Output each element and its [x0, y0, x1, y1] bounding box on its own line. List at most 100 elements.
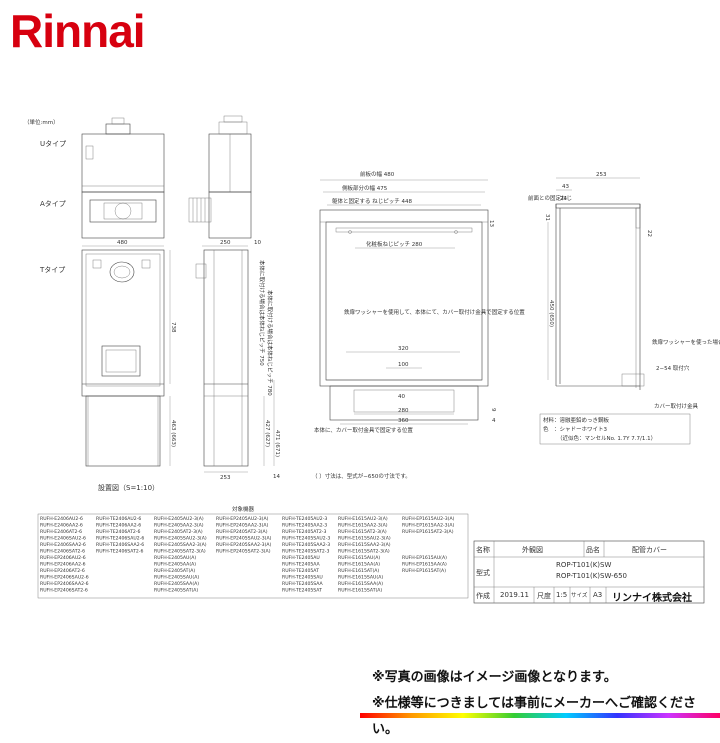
install-label: 設置図（S=1:10） [98, 483, 159, 492]
hole-label: 2−54 取付穴 [656, 364, 690, 372]
target-model-cell: RUFH-E2405SAA(A) [154, 581, 199, 587]
dim-side-width: 側板部分の幅 475 [342, 184, 388, 192]
target-model-cell: RUFH-E2405AA2-3(A) [154, 523, 204, 529]
target-model-cell: RUFH-EP2405AU2-3(A) [216, 516, 269, 522]
dim-253-left: 253 [220, 475, 231, 481]
unit-label: （単位:mm） [24, 118, 59, 126]
dim-front-width: 前板の幅 480 [360, 170, 395, 178]
target-model-cell: RUFH-E2406AT2-6 [40, 529, 82, 535]
cover-side [555, 203, 645, 390]
dim-14-left: 14 [273, 474, 280, 480]
target-model-cell: RUFH-TE2406AT2-6 [96, 529, 140, 535]
target-model-cell: RUFH-TE2405SAU [282, 575, 323, 581]
target-model-cell: RUFH-EP1615AT(A) [402, 568, 446, 574]
target-model-cell: RUFH-E2405SAU2-3(A) [154, 536, 207, 542]
dim-10: 10 [254, 240, 261, 246]
u-type-front [81, 117, 165, 193]
material-line2: 色 ：シャドーホワイト3 [543, 425, 608, 433]
dim-360: 360 [398, 418, 409, 424]
target-model-cell: RUFH-TE2405AU2-3 [282, 516, 327, 522]
target-model-cell: RUFH-TE2405AT [282, 568, 319, 574]
tb-scale: 1:5 [556, 591, 568, 599]
target-model-cell: RUFH-E2405AA(A) [154, 562, 196, 568]
target-model-cell: RUFH-EP1615AA2-3(A) [402, 523, 455, 529]
dim-480-left: 480 [117, 240, 128, 246]
tb-size-label: サイズ [571, 593, 588, 599]
u-type-side [208, 115, 252, 193]
type-a-label: Aタイプ [40, 199, 66, 208]
rinnai-logo: Rinnai [10, 5, 146, 57]
title-block [473, 540, 705, 604]
target-model-cell: RUFH-E2405AU(A) [154, 555, 196, 561]
tb-size: A3 [593, 591, 603, 599]
material-line1: 材料：溶融亜鉛めっき鋼板 [543, 416, 610, 424]
tb-model-1: ROP-T101(K)SW [556, 561, 612, 569]
target-model-cell: RUFH-EP2406AA2-6 [40, 562, 86, 568]
target-model-cell: RUFH-E2405AU2-3(A) [154, 516, 204, 522]
tb-model-2: ROP-T101(K)SW-650 [556, 572, 627, 580]
target-model-cell: RUFH-E1615AT2-3(A) [338, 529, 387, 535]
t-type-front [81, 249, 165, 467]
target-model-cell: RUFH-E1615AT(A) [338, 568, 379, 574]
target-model-cell: RUFH-E1615SAU2-3(A) [338, 536, 391, 542]
dim-100: 100 [398, 362, 409, 368]
dim-43: 43 [562, 184, 569, 190]
dim-pitch-448: 躯体と固定する ねじピッチ 448 [332, 197, 412, 205]
dim-280: 280 [398, 408, 409, 414]
target-model-cell: RUFH-EP1615AU(A) [402, 555, 447, 561]
target-model-cell: RUFH-TE2405SAA [282, 581, 324, 587]
target-model-cell: RUFH-EP1615AA(A) [402, 562, 447, 568]
cover-bottom-flange [329, 385, 479, 421]
paren-note: （ ）寸法は、型式が−650の寸法です。 [312, 472, 411, 480]
dim-31: 31 [544, 214, 550, 221]
target-model-cell: RUFH-E1615SAU(A) [338, 575, 383, 581]
note-1: ※写真の画像はイメージ画像となります。 [372, 670, 617, 685]
targets-heading: 対象機器 [232, 505, 255, 513]
tb-name-label: 名称 [476, 546, 490, 554]
type-u-label: Uタイプ [40, 139, 66, 148]
target-model-cell: RUFH-EP1615AT2-3(A) [402, 529, 454, 535]
target-model-cell: RUFH-E1615SAT(A) [338, 588, 382, 594]
dim-738: 738 [170, 322, 176, 333]
dim-450: 450 (650) [548, 300, 554, 327]
target-model-cell: RUFH-TE2405SAT [282, 588, 322, 594]
side-note-780: 本体に取付ける場合は本体ねじピッチ 780 [266, 290, 274, 396]
t-type-side [195, 249, 249, 467]
dim-9: 9 [490, 408, 496, 412]
target-model-cell: RUFH-EP2405SAA2-3(A) [216, 542, 272, 548]
target-model-cell: RUFH-E2405AT2-3(A) [154, 529, 203, 535]
target-model-cell: RUFH-EP1615AU2-3(A) [402, 516, 455, 522]
target-model-cell: RUFH-E2406AU2-6 [40, 516, 83, 522]
side-note-750: 本体に取付ける場合は本体ねじピッチ 750 [258, 260, 266, 366]
tb-item-label: 品名 [586, 546, 600, 554]
target-model-cell: RUFH-TE2406SAT2-6 [96, 549, 143, 555]
dim-427: 427 (627) [264, 420, 270, 447]
target-model-cell: RUFH-E1615SAA2-3(A) [338, 542, 391, 548]
target-model-cell: RUFH-EP2405SAU2-3(A) [216, 536, 272, 542]
target-model-cell: RUFH-E2405SAU(A) [154, 575, 199, 581]
notes: ※写真の画像はイメージ画像となります。 ※仕様等につきましては事前にメーカーへご… [372, 665, 720, 743]
rainbow-bar [360, 713, 720, 718]
target-model-cell: RUFH-EP2406AT2-6 [40, 568, 85, 574]
tb-made-label: 作成 [476, 592, 490, 600]
dim-13: 13 [488, 220, 494, 227]
target-model-cell: RUFH-E2405SAT2-3(A) [154, 549, 206, 555]
target-model-cell: RUFH-EP2406SAU2-6 [40, 575, 89, 581]
target-model-cell: RUFH-TE2405AA [282, 562, 321, 568]
target-model-cell: RUFH-E1615AA(A) [338, 562, 380, 568]
target-model-cell: RUFH-E2406SAT2-6 [40, 549, 85, 555]
tb-name-value: 外観図 [522, 546, 543, 554]
target-model-cell: RUFH-EP2405AA2-3(A) [216, 523, 269, 529]
target-model-cell: RUFH-E2406SAA2-6 [40, 542, 86, 548]
type-t-label: Tタイプ [39, 265, 65, 274]
a-type-side [188, 191, 252, 239]
fix-wall-label: 前面との固定ねじ [528, 194, 572, 202]
target-model-cell: RUFH-TE2406SAA2-6 [96, 542, 144, 548]
washer-right: 鉄扉ワッシャーを使った場合 2−56 [652, 338, 720, 346]
target-model-cell: RUFH-TE2406SAU2-6 [96, 536, 144, 542]
target-model-cell: RUFH-E2405SAA2-3(A) [154, 542, 207, 548]
target-model-cell: RUFH-E1615AU2-3(A) [338, 516, 388, 522]
target-model-cell: RUFH-E2405AT(A) [154, 568, 195, 574]
a-type-front [81, 191, 165, 239]
